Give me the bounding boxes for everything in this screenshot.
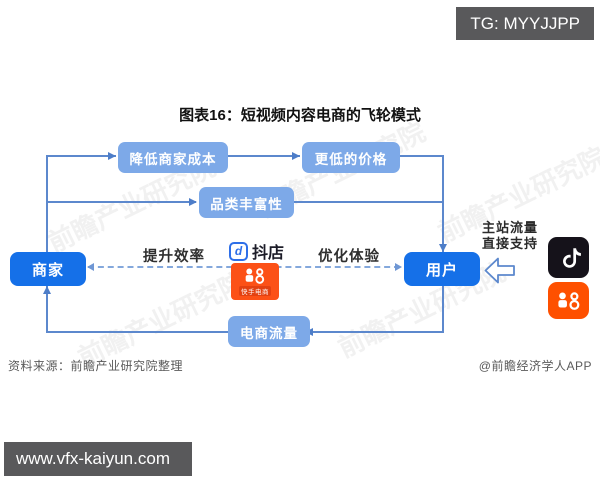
tiktok-app-icon (548, 237, 589, 278)
arrowhead-into-merchant (42, 286, 51, 294)
chart-title: 图表16：短视频内容电商的飞轮模式 (179, 107, 421, 124)
annotation-line2: 直接支持 (481, 236, 538, 252)
kuaishou-camera-icon (245, 268, 265, 284)
flow-line-top-a (46, 155, 116, 157)
node-user: 用户 (404, 252, 480, 286)
tg-contact-badge: TG: MYYJJPP (456, 7, 594, 40)
hollow-left-arrow (484, 256, 516, 290)
dashed-arrowhead-to-user (395, 263, 402, 271)
flow-line-left-vertical (46, 155, 48, 333)
flow-line-top-b (228, 155, 300, 157)
kuaishou-ecommerce-label: 快手电商 (239, 286, 271, 296)
doudian-icon: d (229, 241, 248, 261)
arrowhead-into-category (189, 197, 197, 206)
flow-line-bottom-b (312, 331, 444, 333)
doudian-logo-label: 抖店 (252, 245, 285, 262)
node-reduce-cost: 降低商家成本 (118, 142, 228, 173)
flow-line-bottom-a (46, 331, 228, 333)
arrowhead-into-reduce-cost (108, 151, 116, 160)
node-lower-price: 更低的价格 (302, 142, 400, 173)
kuaishou-ecommerce-tile: 快手电商 (231, 263, 279, 300)
edge-label-experience: 优化体验 (318, 249, 380, 265)
arrowhead-into-lower-price (292, 151, 300, 160)
edge-label-efficiency: 提升效率 (143, 249, 205, 265)
kuaishou-app-icon (548, 282, 589, 319)
dashed-arrowhead-to-merchant (87, 263, 94, 271)
node-category-richness: 品类丰富性 (199, 187, 294, 218)
main-site-traffic-annotation: 主站流量 直接支持 (474, 220, 546, 253)
credit-note: @前瞻经济学人APP (478, 359, 592, 373)
flow-line-mid-b (294, 201, 444, 203)
source-note: 资料来源：前瞻产业研究院整理 (8, 359, 184, 373)
node-merchant: 商家 (10, 252, 86, 286)
flow-line-mid-a (46, 201, 196, 203)
website-watermark-bar: www.vfx-kaiyun.com (4, 442, 192, 476)
doudian-logo: d 抖店 (227, 239, 287, 263)
arrowhead-into-user (438, 244, 447, 252)
flow-line-top-c (400, 155, 444, 157)
node-ecommerce-traffic: 电商流量 (228, 316, 310, 347)
tiktok-note-icon (562, 247, 581, 268)
kuaishou-camera-icon (557, 291, 579, 310)
annotation-line1: 主站流量 (481, 220, 538, 235)
